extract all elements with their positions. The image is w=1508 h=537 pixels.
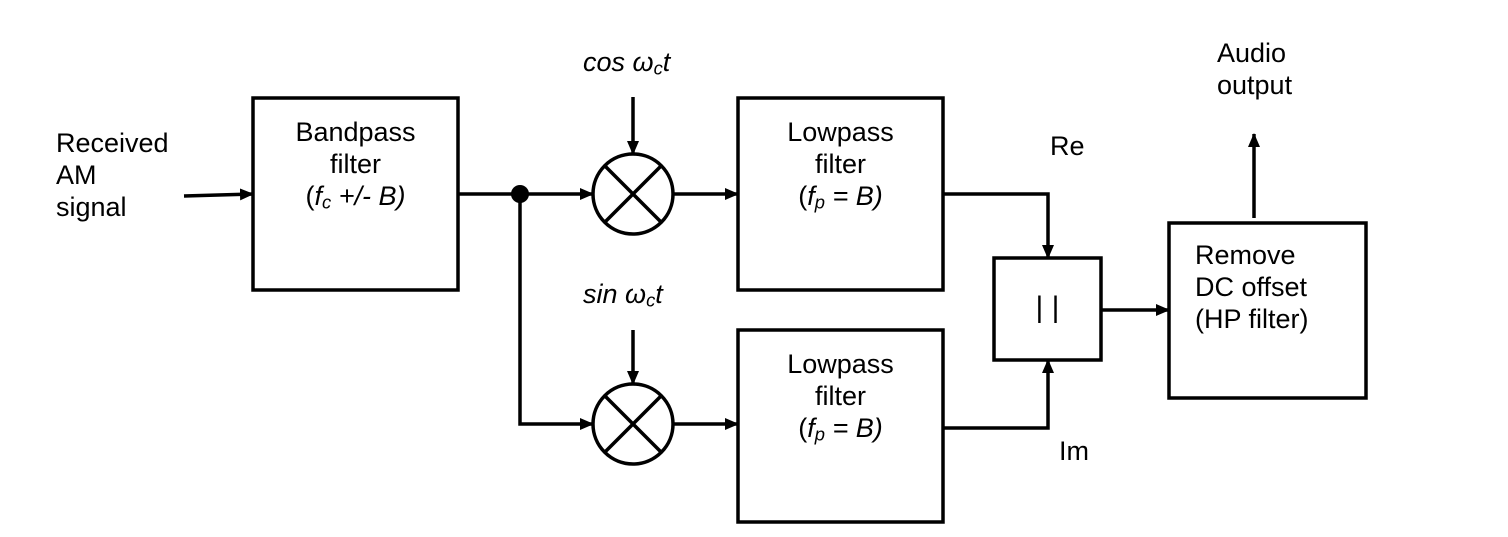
dc-line-1: Remove	[1195, 240, 1296, 270]
re-path-arrow	[943, 192, 1054, 259]
im-path-arrow	[943, 359, 1054, 430]
dc-line-2: DC offset	[1195, 271, 1308, 302]
input-arrow	[183, 188, 254, 201]
bandpass-subtitle: filter	[329, 148, 381, 179]
audio-output-label: Audio output	[1217, 38, 1292, 102]
mixer-bottom-icon	[591, 382, 675, 466]
input-label-line-3: signal	[56, 191, 127, 222]
lowpass-bottom-title: Lowpass	[787, 349, 894, 379]
magnitude-symbol: | |	[1035, 291, 1060, 324]
split-to-mixer-bottom-arrow	[518, 194, 594, 430]
audio-output-line-1: Audio	[1217, 38, 1287, 68]
bandpass-filter-label: Bandpass filter (fc +/- B)	[253, 117, 458, 213]
lowpass-top-title: Lowpass	[787, 117, 894, 147]
split-junction-dot	[511, 185, 529, 203]
lowpass-top-label: Lowpass filter (fp = B)	[738, 117, 943, 213]
bandpass-range: (fc +/- B)	[305, 180, 406, 213]
audio-output-line-2: output	[1217, 69, 1293, 100]
lowpass-top-subtitle: filter	[814, 148, 866, 179]
input-label-line-1: Received	[56, 128, 169, 158]
lowpass-top-cutoff: (fp = B)	[798, 180, 883, 213]
lowpass-bottom-label: Lowpass filter (fp = B)	[738, 349, 943, 445]
dc-offset-label: Remove DC offset (HP filter)	[1195, 240, 1309, 336]
mixer-top-icon	[591, 152, 675, 236]
re-label: Re	[1050, 131, 1085, 161]
dc-line-3: (HP filter)	[1195, 303, 1309, 334]
bandpass-title: Bandpass	[295, 117, 416, 147]
cos-lo-label: cos ωct	[583, 47, 671, 79]
sin-lo-label: sin ωct	[583, 279, 663, 311]
im-label: Im	[1059, 436, 1089, 466]
input-label: Received AM signal	[56, 128, 169, 224]
lowpass-bottom-cutoff: (fp = B)	[798, 412, 883, 445]
lowpass-bottom-subtitle: filter	[814, 380, 866, 411]
input-label-line-2: AM	[56, 159, 97, 190]
